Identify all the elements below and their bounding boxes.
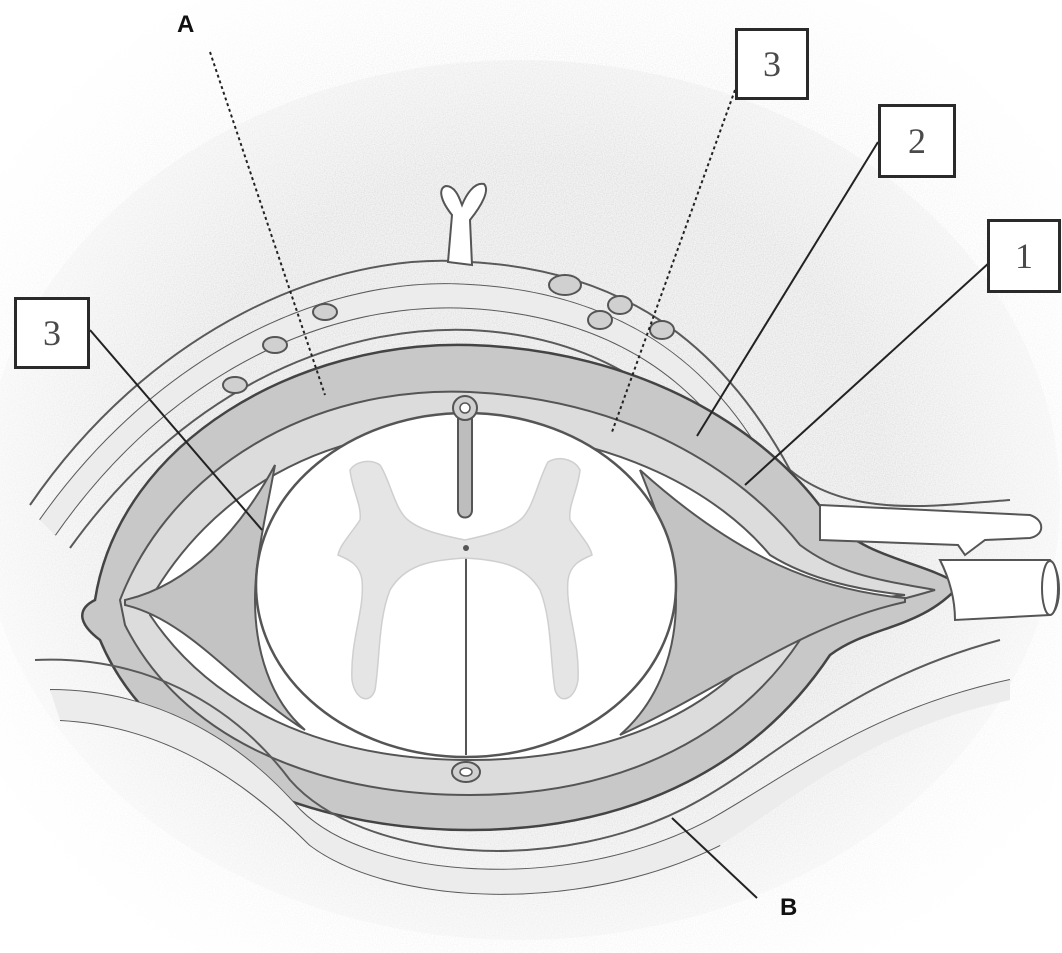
posterior-median-septum [458,412,472,518]
label-box-3-top: 3 [735,28,809,100]
label-box-2: 2 [878,104,956,178]
label-A: A [177,13,194,37]
central-canal [463,545,469,551]
label-box-1: 1 [987,219,1061,293]
label-box-3-left: 3 [14,297,90,369]
label-B: B [780,896,797,920]
